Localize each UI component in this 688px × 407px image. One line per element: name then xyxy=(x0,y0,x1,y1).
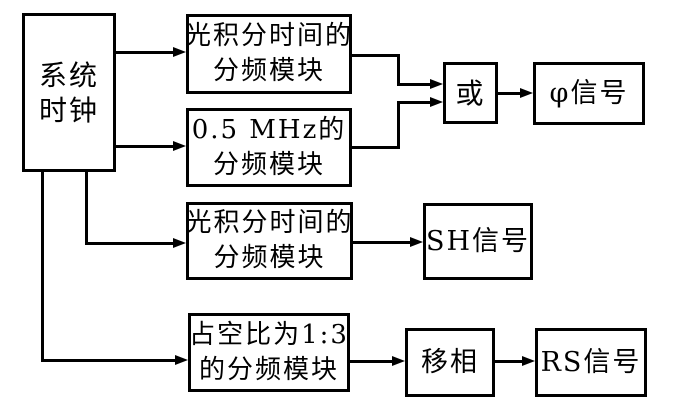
connector-sysclock-to-mhz-divider xyxy=(115,145,175,148)
connector-mhz-divider-to-or-v xyxy=(397,101,400,149)
block-or-gate: 或 xyxy=(443,62,498,124)
connector-sysclock-to-duty-divider-h xyxy=(41,359,176,362)
block-mhz-divider-line2: 分频模块 xyxy=(212,149,325,180)
connector-mhz-divider-to-or-h xyxy=(352,146,400,149)
block-duty-divider-line2: 的分频模块 xyxy=(198,354,339,385)
block-system-clock: 系统 时钟 xyxy=(22,13,116,172)
connector-mid-divider-to-sh xyxy=(353,241,411,244)
arrowhead-icon xyxy=(430,97,443,107)
block-integration-divider-mid: 光积分时间的 分频模块 xyxy=(186,202,353,280)
arrowhead-icon xyxy=(410,237,423,247)
block-phase-shift-label: 移相 xyxy=(421,347,479,378)
block-sh-signal: SH信号 xyxy=(423,203,533,280)
block-duty-divider-line1: 占空比为1:3 xyxy=(189,319,349,350)
arrowhead-icon xyxy=(173,238,186,248)
connector-top-divider-to-or-in xyxy=(397,83,431,86)
connector-top-divider-to-or-h xyxy=(352,54,400,57)
arrowhead-icon xyxy=(430,79,443,89)
block-integration-divider-mid-line1: 光积分时间的 xyxy=(185,208,354,238)
block-system-clock-label-line2: 时钟 xyxy=(38,93,99,127)
block-rs-signal-label: RS信号 xyxy=(540,347,642,378)
arrowhead-icon xyxy=(392,356,405,366)
block-system-clock-label-line1: 系统 xyxy=(38,58,99,92)
arrowhead-icon xyxy=(173,141,186,151)
block-phi-signal-label: φ信号 xyxy=(549,78,629,109)
block-integration-divider-top-line1: 光积分时间的 xyxy=(185,21,354,51)
block-phase-shift: 移相 xyxy=(405,328,495,397)
arrowhead-icon xyxy=(173,47,186,57)
connector-or-to-phi xyxy=(498,92,521,95)
connector-phase-shift-to-rs xyxy=(495,360,523,363)
block-integration-divider-top: 光积分时间的 分频模块 xyxy=(185,14,354,94)
block-mhz-divider-line1: 0.5 MHz的 xyxy=(191,114,347,145)
connector-sysclock-to-top-divider xyxy=(115,51,175,54)
block-rs-signal: RS信号 xyxy=(535,328,647,397)
block-duty-divider: 占空比为1:3 的分频模块 xyxy=(188,313,350,392)
block-sh-signal-label: SH信号 xyxy=(425,226,531,257)
connector-duty-divider-to-phase-shift xyxy=(350,360,393,363)
connector-sysclock-to-mid-divider-h xyxy=(85,242,174,245)
block-integration-divider-top-line2: 分频模块 xyxy=(212,56,325,86)
connector-top-divider-to-or-v xyxy=(397,54,400,86)
connector-sysclock-to-duty-divider-v xyxy=(41,171,44,362)
connector-sysclock-to-mid-divider-v xyxy=(85,171,88,245)
block-or-gate-label: 或 xyxy=(455,76,486,110)
arrowhead-icon xyxy=(522,356,535,366)
block-phi-signal: φ信号 xyxy=(533,62,645,125)
block-integration-divider-mid-line2: 分频模块 xyxy=(213,243,326,273)
arrowhead-icon xyxy=(175,355,188,365)
block-mhz-divider: 0.5 MHz的 分频模块 xyxy=(186,108,352,187)
connector-mhz-divider-to-or-in xyxy=(397,101,431,104)
arrowhead-icon xyxy=(520,88,533,98)
